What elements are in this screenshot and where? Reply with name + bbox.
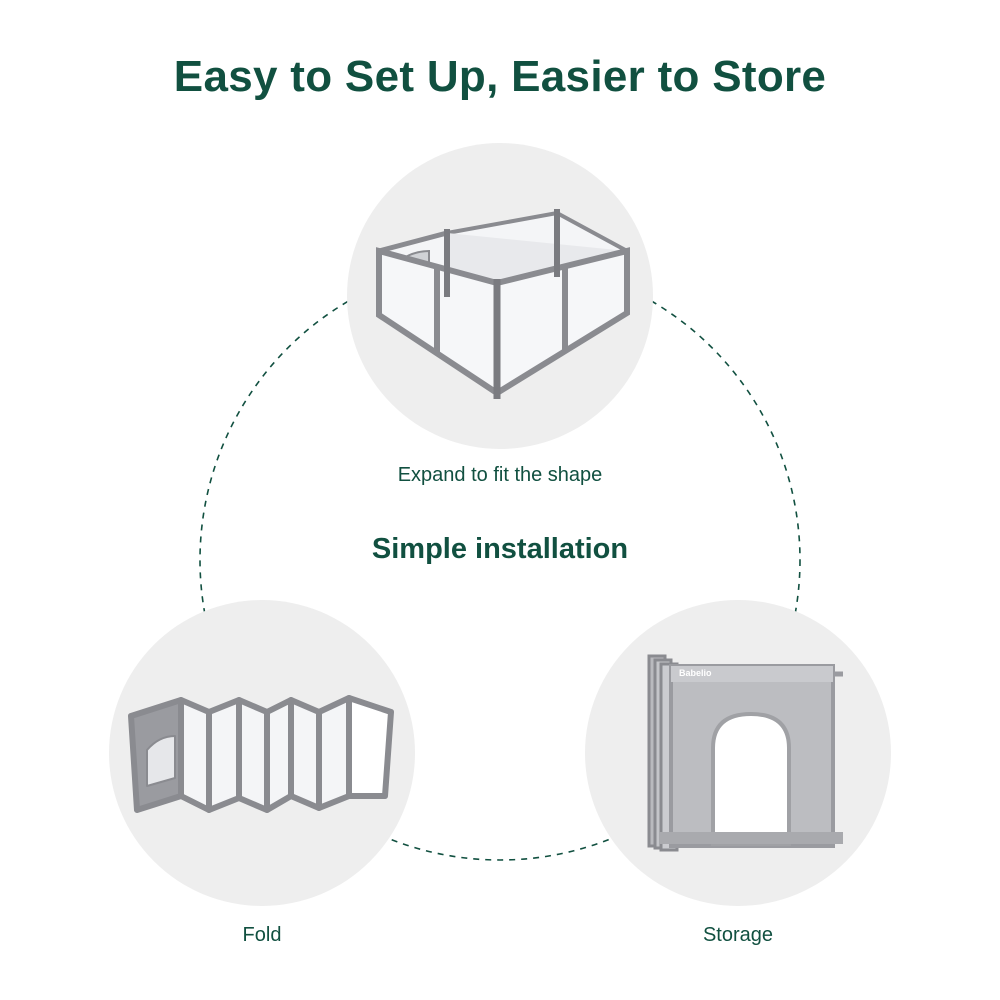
playpen-folded-icon xyxy=(128,695,394,813)
playpen-stored-icon xyxy=(647,654,843,852)
step-expand-caption: Expand to fit the shape xyxy=(397,464,603,486)
step-fold-caption: Fold xyxy=(242,924,282,946)
step-fold-image xyxy=(109,600,415,906)
step-expand-image xyxy=(347,143,653,449)
step-storage-image: Babelio xyxy=(585,600,891,906)
step-storage-caption: Storage xyxy=(702,924,774,946)
center-label: Simple installation xyxy=(371,533,629,565)
page-title: Easy to Set Up, Easier to Store xyxy=(173,52,827,101)
playpen-expanded-icon xyxy=(376,209,630,399)
brand-logo: Babelio xyxy=(679,668,712,678)
